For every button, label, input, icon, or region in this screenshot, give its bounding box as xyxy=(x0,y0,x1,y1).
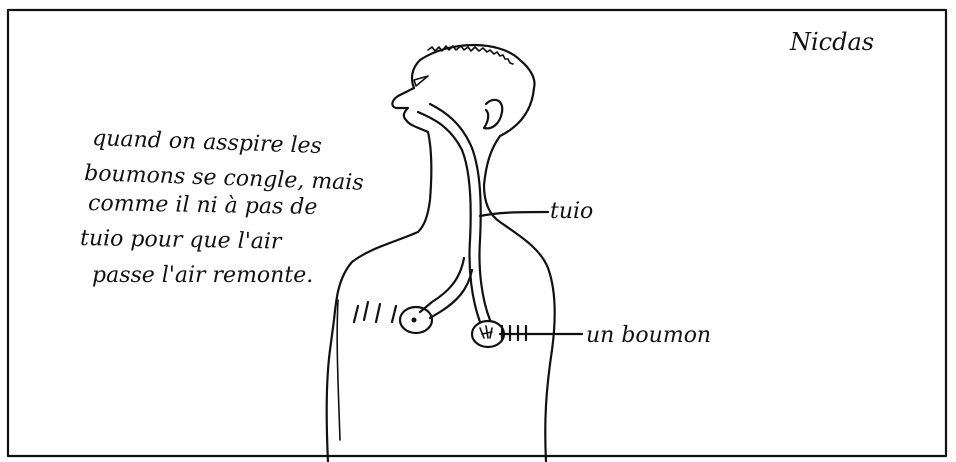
note-line: quand on asspire les xyxy=(92,126,322,159)
ear xyxy=(484,100,502,129)
eye xyxy=(414,76,428,86)
left-marks xyxy=(354,302,396,322)
note-line: passe l'air remonte. xyxy=(92,263,313,288)
left-bronchus-inner xyxy=(430,270,472,318)
back-outline xyxy=(484,88,555,462)
note-line: comme il ni à pas de xyxy=(88,191,318,220)
note-line: boumons se congle, mais xyxy=(84,161,364,196)
right-lung-marks xyxy=(480,326,492,338)
lung-label-group: un boumon xyxy=(500,323,711,348)
tube-label: tuio xyxy=(550,199,593,224)
head-outline xyxy=(420,45,534,88)
trachea-inner xyxy=(430,104,490,320)
left-bronchus-outer xyxy=(420,258,464,312)
left-arm-line xyxy=(337,300,340,440)
airway xyxy=(400,104,504,347)
note-line: tuio pour que l'air xyxy=(80,226,283,255)
lung-label: un boumon xyxy=(586,323,711,348)
human-figure xyxy=(327,45,555,462)
author-name: Nicdas xyxy=(789,28,874,56)
left-lung-dot xyxy=(412,318,417,323)
body-outline xyxy=(327,60,432,462)
explanation-note: quand on asspire les boumons se congle, … xyxy=(80,126,364,288)
